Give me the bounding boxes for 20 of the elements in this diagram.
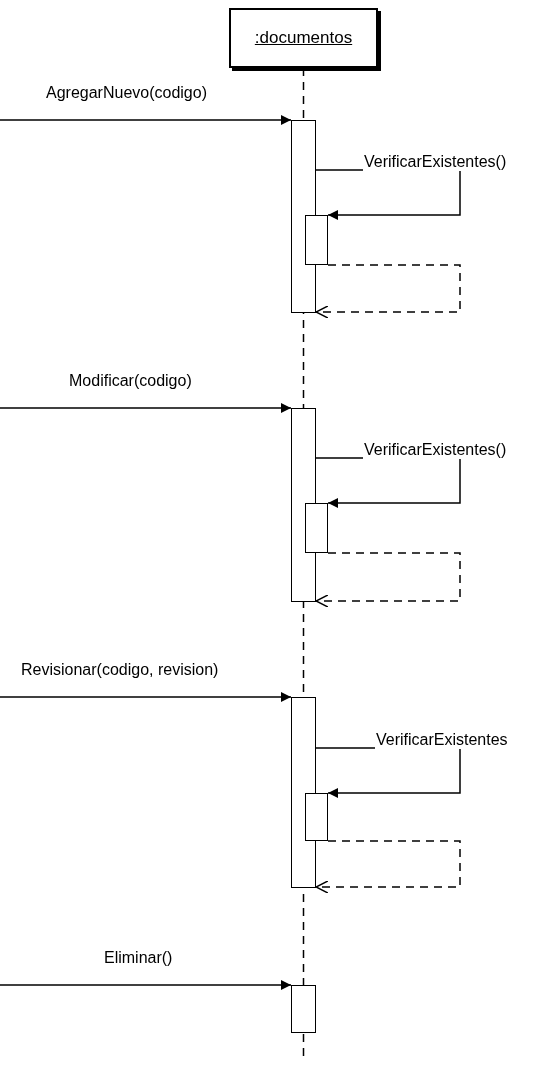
message-arrow [0, 403, 292, 413]
message-label: Eliminar() [103, 949, 174, 967]
message-arrow [0, 692, 292, 702]
activation-bar [305, 793, 328, 841]
activation-bar [305, 503, 328, 553]
return-arrow [315, 552, 461, 608]
activation-bar [305, 215, 328, 265]
activation-bar [291, 985, 316, 1033]
return-arrow [315, 264, 461, 319]
message-label: VerificarExistentes() [363, 441, 508, 459]
return-arrow [315, 840, 461, 894]
object-box [229, 8, 378, 68]
message-arrow [0, 980, 292, 990]
message-label: Revisionar(codigo, revision) [20, 661, 220, 679]
message-arrow [0, 115, 292, 125]
message-label: VerificarExistentes [375, 731, 509, 749]
object-name: :documentos [254, 28, 353, 48]
message-label: VerificarExistentes() [363, 153, 508, 171]
message-label: Modificar(codigo) [68, 372, 193, 390]
message-label: AgregarNuevo(codigo) [45, 84, 208, 102]
